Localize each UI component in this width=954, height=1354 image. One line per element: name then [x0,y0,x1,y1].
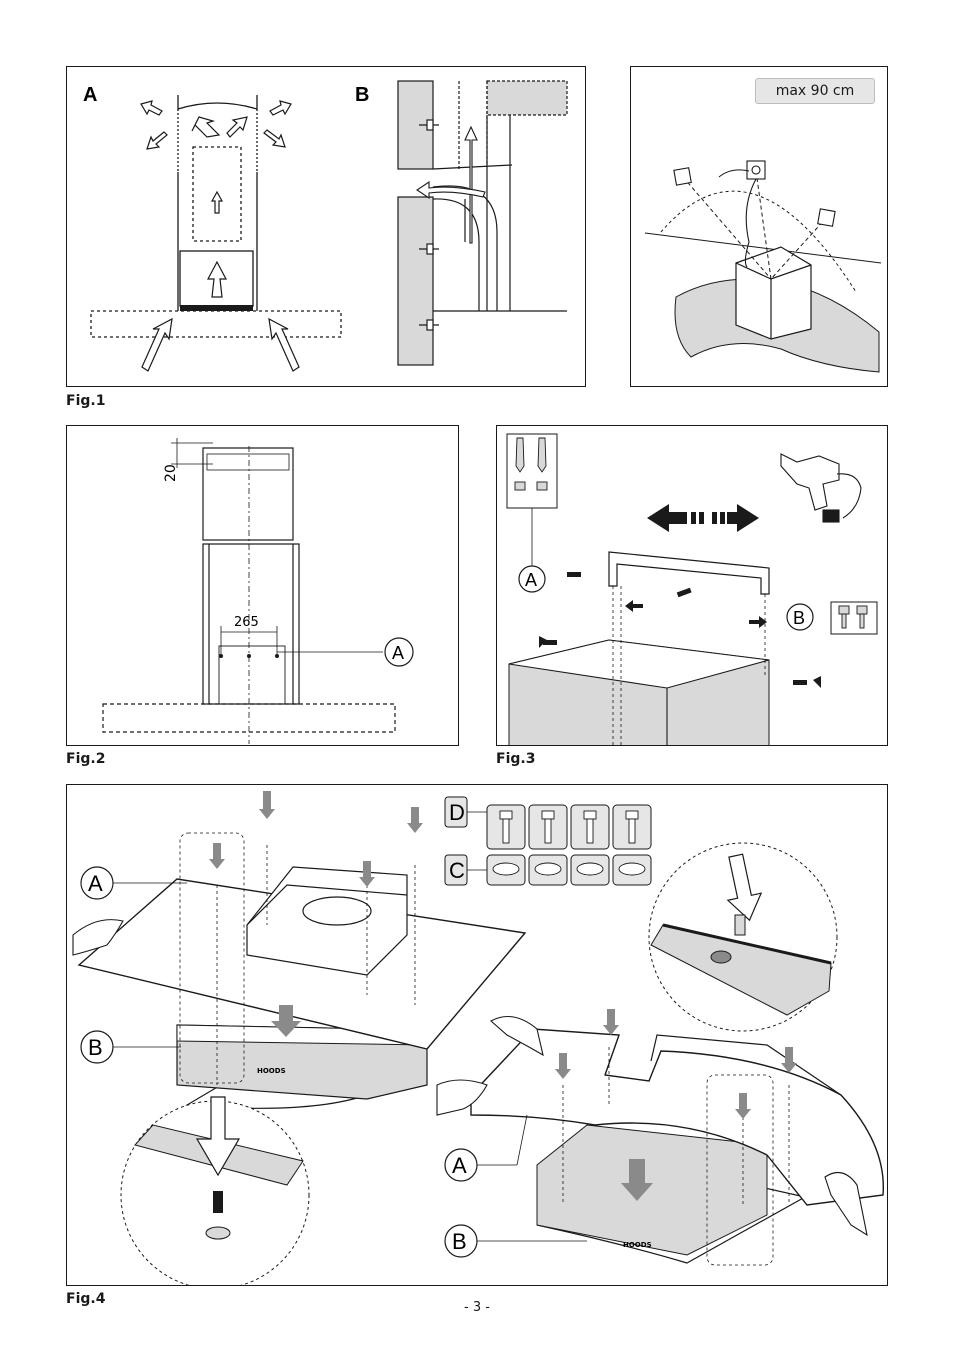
screw-box [830,601,878,635]
fig3-label: Fig.3 [496,751,536,767]
washer-icon [205,1226,231,1240]
wall-plug-box [506,433,558,509]
big-down-arrow-icon [195,1096,241,1177]
fig2-callout-circle [384,637,414,667]
down-arrow-icon [555,1009,797,1201]
fig4-label: Fig.4 [66,1291,106,1307]
dimension-20 [171,438,213,468]
fig1-panel-c: max 90 cm [630,66,888,387]
wall-section [397,80,568,366]
screw-icon [213,1191,223,1213]
page-number: - 3 - [464,1300,490,1315]
fig2-drawing: 20 265 A [102,438,414,744]
fig4-drawing: HOODS A B [72,791,885,1285]
screw-set-d [486,804,652,850]
air-flow-arrow-icon [140,100,300,372]
hood-body [735,246,812,340]
distance-lines [682,170,828,280]
guide-lines-left [179,832,416,1085]
fig1-a-letter: A [83,84,97,106]
fig1-label: Fig.1 [66,393,106,409]
filter-bar [180,305,253,311]
dimension-265 [220,626,383,658]
wall-plug-icon [514,437,548,491]
fig3-callout-b: B [793,608,805,628]
fig2-label: Fig.2 [66,751,106,767]
duct-flow-arrow-icon [416,125,486,244]
fig3-panel: A B [496,425,888,746]
drill-icon [780,453,862,523]
hood-label-left: HOODS [257,1067,286,1075]
fig1-ab-drawing: A B [83,80,568,372]
screw-icon [543,572,807,685]
dim-top-label: 20 [163,464,179,482]
fig3-callout-a: A [525,570,537,590]
small-arrow-icon [539,600,821,688]
fig4-callout-b-bottom: B [452,1229,467,1254]
fig4-callout-b-top: B [88,1035,103,1060]
mounting-bracket [608,551,770,595]
direction-arrows [647,504,759,532]
hood-label-right: HOODS [623,1241,652,1249]
fig4-callout-d: D [449,800,465,825]
fig1-panel-ab: A B [66,66,586,387]
fig4-callout-a-bottom: A [452,1153,467,1178]
fig4-callout-a-top: A [88,871,103,896]
hole-markers [219,654,279,658]
max-distance-label: max 90 cm [755,78,875,104]
dim-width-label: 265 [234,615,259,630]
wall-socket-icon [673,160,836,227]
fig1-b-letter: B [355,84,369,106]
down-arrow-icon [209,791,423,1037]
fig4-callout-c: C [449,858,465,883]
fig2-panel: 20 265 A [66,425,459,746]
wall-screw-icon [419,119,439,331]
chimney-sections [102,446,396,744]
guide-lines-right [562,1047,790,1266]
washer-set-c [486,854,652,886]
fig4-panel: HOODS A B [66,784,888,1286]
guide-lines [612,586,766,745]
fig1-c-drawing [644,160,882,373]
fig3-drawing: A B [506,433,878,745]
screw-icon [838,605,868,629]
motor-block [246,866,408,976]
hand-icon [72,919,868,1237]
power-cable [744,178,757,268]
fig2-callout-a: A [392,643,404,663]
hand-icon [718,169,750,178]
